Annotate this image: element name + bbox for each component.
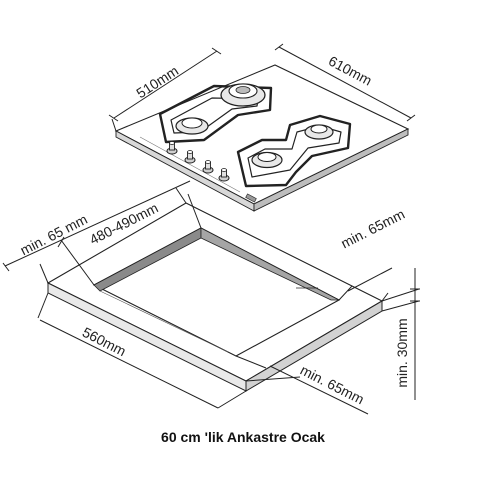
hob-accent-line	[139, 136, 241, 193]
min-thickness-label: min. 30mm	[394, 318, 410, 387]
control-knob-4-icon	[218, 168, 230, 182]
cutout-left-wall	[200, 227, 340, 301]
burner-rear-right-icon	[220, 83, 266, 107]
control-knob-3-icon	[202, 160, 214, 174]
brand-badge	[245, 193, 257, 203]
min-right-margin-label: min. 65mm	[338, 206, 407, 252]
control-knob-2-icon	[184, 150, 196, 164]
hob-side-edge	[253, 128, 409, 212]
pan-support-right	[236, 114, 352, 188]
hob-width-label: 610mm	[326, 53, 375, 89]
countertop-cutout-drawing	[46, 202, 384, 392]
hob-dimension-lines	[108, 43, 416, 132]
hob-depth-label: 510mm	[133, 62, 181, 101]
burner-front-right-icon	[304, 124, 334, 140]
countertop-front-face	[47, 282, 247, 392]
burner-rear-left-icon	[175, 117, 209, 135]
diagram-caption: 60 cm 'lik Ankastre Ocak	[161, 429, 325, 445]
burner-front-left-icon	[251, 151, 283, 169]
cutout-inner-edge	[99, 290, 229, 353]
gas-hob-drawing	[114, 64, 410, 212]
cutout-dimension-lines	[2, 180, 420, 415]
control-knob-1-icon	[166, 141, 178, 155]
min-back-margin-label: min. 65 mm	[18, 211, 90, 258]
